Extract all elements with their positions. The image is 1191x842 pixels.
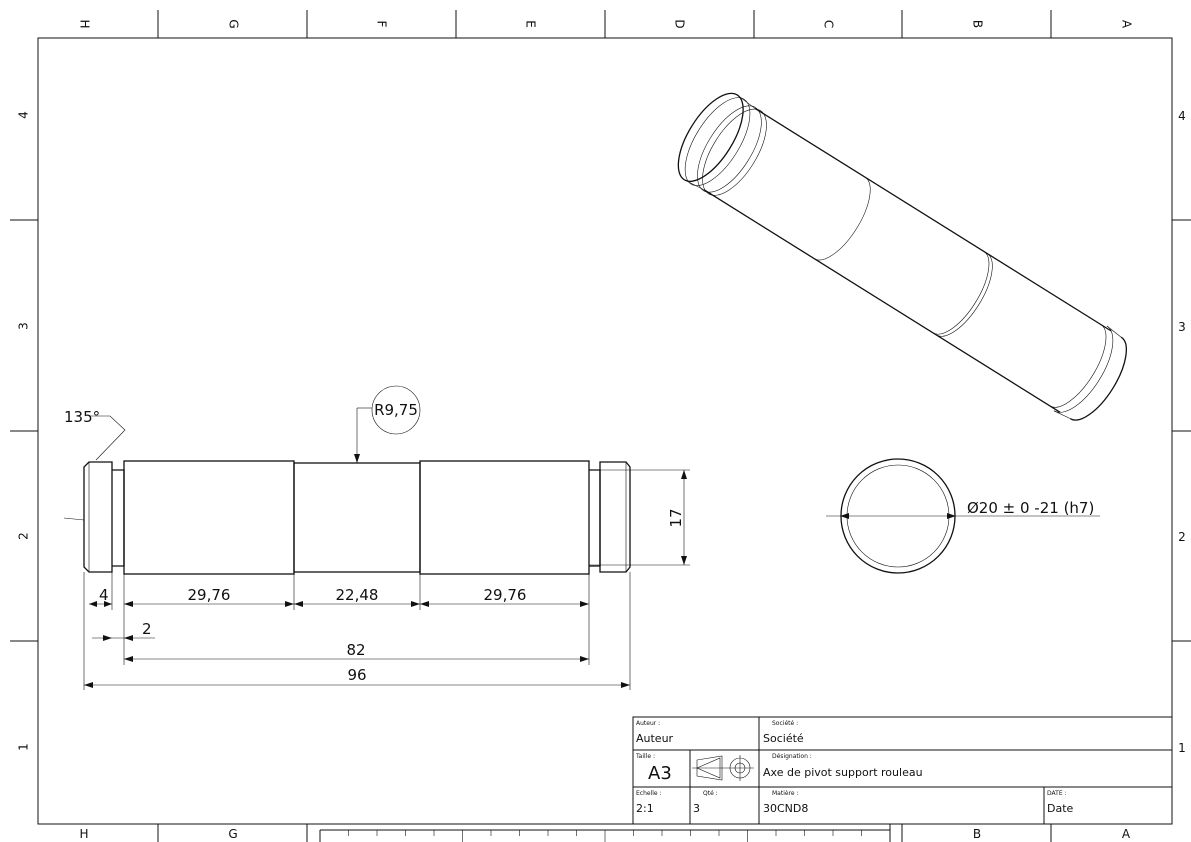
col-label: B: [971, 20, 985, 28]
bottom-scale-ruler: [319, 824, 891, 842]
col-label: A: [1122, 827, 1131, 841]
row-label: 3: [17, 322, 31, 330]
col-label: B: [973, 827, 981, 841]
designation-label: Désignation :: [772, 753, 812, 760]
dim-2: 2: [142, 620, 152, 638]
author-label: Auteur :: [636, 720, 660, 727]
material-label: Matière :: [772, 790, 799, 797]
column-labels-bottom: H G B A: [79, 827, 1130, 841]
scale-label: Echelle :: [636, 790, 662, 797]
title-block: Auteur : Auteur Société : Société Taille…: [632, 716, 1173, 825]
row-label: 4: [1178, 109, 1186, 123]
col-label: E: [524, 20, 538, 28]
qty-label: Qté :: [703, 790, 718, 797]
row-ticks: [10, 219, 1191, 642]
dim-22-48: 22,48: [336, 586, 379, 604]
projection-symbol-icon: [692, 755, 754, 781]
author-value: Auteur: [636, 732, 674, 745]
company-label: Société :: [772, 720, 798, 727]
row-label: 1: [1178, 741, 1186, 755]
dim-4: 4: [99, 586, 109, 604]
col-label: C: [822, 20, 836, 28]
size-value: A3: [648, 763, 672, 784]
row-label: 2: [17, 532, 31, 540]
row-labels-left: 4 3 2 1: [17, 111, 31, 751]
diameter-dimension: Ø20 ± 0 -21 (h7): [967, 499, 1094, 517]
date-value: Date: [1047, 802, 1074, 815]
column-labels-top: H G F E D C B A: [78, 19, 1134, 29]
inner-frame: [37, 37, 1173, 825]
column-ticks: [157, 10, 1052, 842]
col-label: G: [227, 19, 241, 28]
size-label: Taille :: [635, 753, 655, 760]
col-label: H: [79, 827, 88, 841]
date-label: DATE :: [1047, 790, 1067, 797]
dim-29-76-left: 29,76: [188, 586, 231, 604]
col-label: F: [375, 21, 389, 28]
company-value: Société: [763, 732, 804, 745]
isometric-view: [677, 92, 1127, 421]
row-labels-right: 4 3 2 1: [1178, 109, 1186, 755]
radius-callout: R9,75: [374, 401, 418, 419]
scale-value: 2:1: [636, 802, 654, 815]
height-dimension: 17: [667, 508, 685, 527]
chamfer-angle-label: 135°: [64, 408, 100, 426]
col-label: A: [1120, 20, 1134, 29]
dim-29-76-right: 29,76: [484, 586, 527, 604]
col-label: D: [673, 19, 687, 28]
row-label: 2: [1178, 530, 1186, 544]
dim-82: 82: [346, 641, 365, 659]
row-label: 3: [1178, 320, 1186, 334]
material-value: 30CND8: [763, 802, 808, 815]
col-label: H: [78, 19, 92, 28]
side-view-shaft: 135° R9,75 17 4 29,76 22: [63, 385, 690, 690]
qty-value: 3: [693, 802, 700, 815]
row-label: 4: [17, 111, 31, 119]
col-label: G: [228, 827, 237, 841]
dim-96: 96: [347, 666, 366, 684]
designation-value: Axe de pivot support rouleau: [763, 766, 923, 779]
end-view: Ø20 ± 0 -21 (h7): [826, 458, 1100, 574]
row-label: 1: [17, 743, 31, 751]
